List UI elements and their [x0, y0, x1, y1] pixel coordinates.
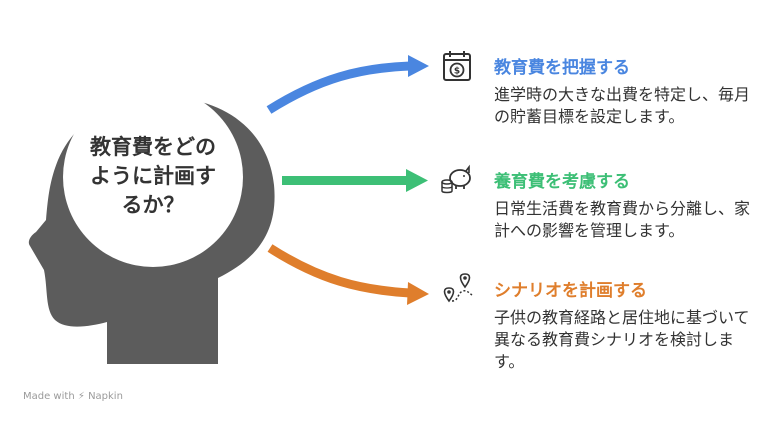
- section-description: 日常生活費を教育費から分離し、家計への影響を管理します。: [494, 199, 751, 240]
- arrow-green: [282, 176, 408, 185]
- napkin-logo-icon: ⚡: [77, 391, 85, 402]
- footer-attribution: Made with ⚡ Napkin: [23, 391, 123, 402]
- piggy-bank-icon: [441, 164, 471, 194]
- arrow-blue: [266, 61, 411, 114]
- calendar-dollar-icon: $: [443, 51, 471, 81]
- arrow-orange-head: [407, 282, 429, 305]
- section-description: 進学時の大きな出費を特定し、毎月の貯蓄目標を設定します。: [494, 85, 751, 126]
- section-title: 養育費を考慮する: [494, 172, 630, 192]
- section-title: 教育費を把握する: [494, 58, 630, 78]
- center-question: 教育費をどのように計画するか？: [90, 135, 216, 217]
- arrow-green-head: [406, 169, 428, 192]
- map-route-icon: [443, 273, 473, 303]
- arrow-orange: [267, 244, 411, 298]
- section-understand-costs: $ 教育費を把握する 進学時の大きな出費を特定し、毎月の貯蓄目標を設定します。: [439, 48, 769, 158]
- section-child-support: 養育費を考慮する 日常生活費を教育費から分離し、家計への影響を管理します。: [439, 162, 769, 272]
- section-plan-scenarios: シナリオを計画する 子供の教育経路と居住地に基づいて異なる教育費シナリオを検討し…: [439, 271, 769, 381]
- arrow-blue-head: [408, 55, 429, 77]
- thought-circle: [63, 87, 243, 267]
- svg-text:$: $: [454, 67, 460, 77]
- napkin-brand: Napkin: [88, 391, 123, 402]
- section-description: 子供の教育経路と居住地に基づいて異なる教育費シナリオを検討します。: [494, 308, 750, 371]
- made-with-label: Made with: [23, 391, 75, 402]
- section-title: シナリオを計画する: [494, 281, 647, 301]
